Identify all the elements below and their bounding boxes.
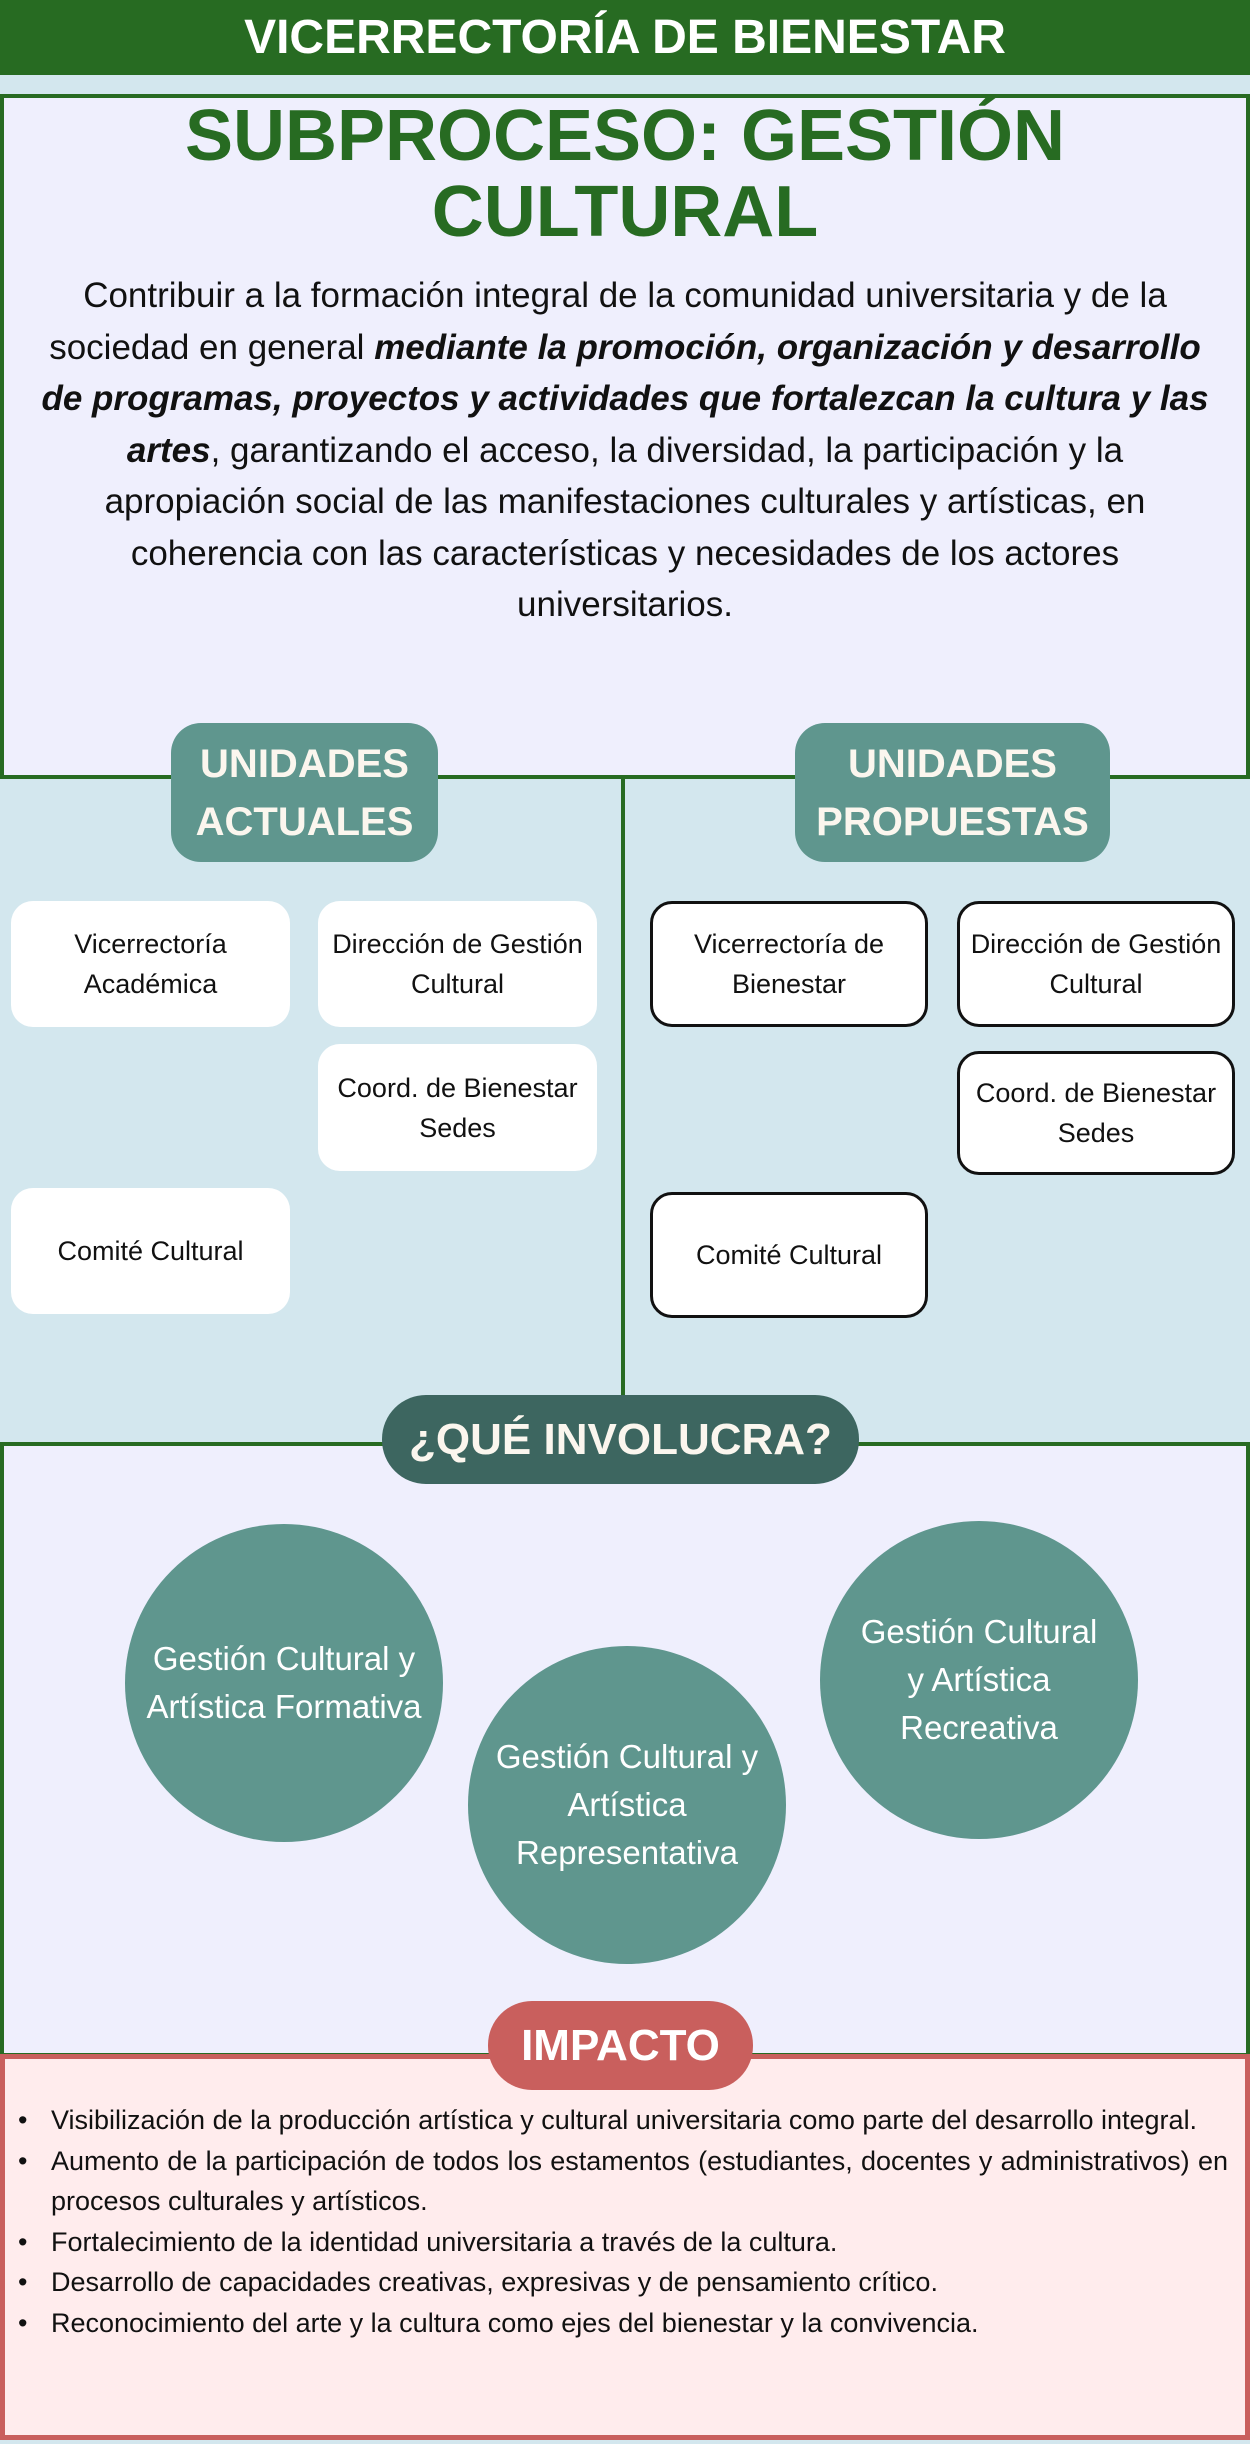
impact-item: Reconocimiento del arte y la cultura com…	[18, 2303, 1228, 2344]
title-line-1: SUBPROCESO: GESTIÓN	[184, 96, 1066, 176]
proposed-unit-box: Dirección de Gestión Cultural	[957, 901, 1235, 1027]
desc-before: Contribuir a la formación integral de la…	[49, 276, 1167, 367]
subprocess-panel	[0, 94, 1250, 779]
involves-label: ¿QUÉ INVOLUCRA?	[382, 1395, 859, 1484]
impact-item: Aumento de la participación de todos los…	[18, 2141, 1228, 2222]
column-divider	[621, 776, 625, 1396]
desc-after: , garantizando el acceso, la diversidad,…	[104, 430, 1146, 625]
impact-item: Visibilización de la producción artístic…	[18, 2100, 1228, 2141]
proposed-unit-box: Coord. de Bienestar Sedes	[957, 1051, 1235, 1175]
page-title: SUBPROCESO: GESTIÓN CULTURAL	[0, 98, 1250, 250]
current-units-label: UNIDADES ACTUALES	[171, 723, 438, 862]
involves-circle: Gestión Cultural y Artística Formativa	[125, 1524, 443, 1842]
proposed-unit-box: Comité Cultural	[650, 1192, 928, 1318]
current-unit-box: Comité Cultural	[11, 1188, 290, 1314]
current-unit-box: Vicerrectoría Académica	[11, 901, 290, 1027]
proposed-units-label: UNIDADES PROPUESTAS	[795, 723, 1110, 862]
impact-label: IMPACTO	[488, 2001, 753, 2090]
label-line: UNIDADES	[848, 741, 1057, 786]
subprocess-description: Contribuir a la formación integral de la…	[40, 270, 1210, 631]
current-unit-box: Dirección de Gestión Cultural	[318, 901, 597, 1027]
desc-bold: mediante la promoción, organización y de…	[41, 327, 1209, 470]
involves-circle: Gestión Cultural y Artística Recreativa	[820, 1521, 1138, 1839]
impact-list: Visibilización de la producción artístic…	[18, 2100, 1228, 2343]
label-line: ACTUALES	[195, 799, 414, 844]
label-line: PROPUESTAS	[816, 799, 1089, 844]
impact-item: Desarrollo de capacidades creativas, exp…	[18, 2262, 1228, 2303]
label-line: UNIDADES	[200, 741, 409, 786]
impact-item: Fortalecimiento de la identidad universi…	[18, 2222, 1228, 2263]
current-unit-box: Coord. de Bienestar Sedes	[318, 1044, 597, 1171]
header-title: VICERRECTORÍA DE BIENESTAR	[0, 0, 1250, 75]
involves-circle: Gestión Cultural y Artística Representat…	[468, 1646, 786, 1964]
title-line-2: CULTURAL	[431, 172, 819, 252]
proposed-unit-box: Vicerrectoría de Bienestar	[650, 901, 928, 1027]
